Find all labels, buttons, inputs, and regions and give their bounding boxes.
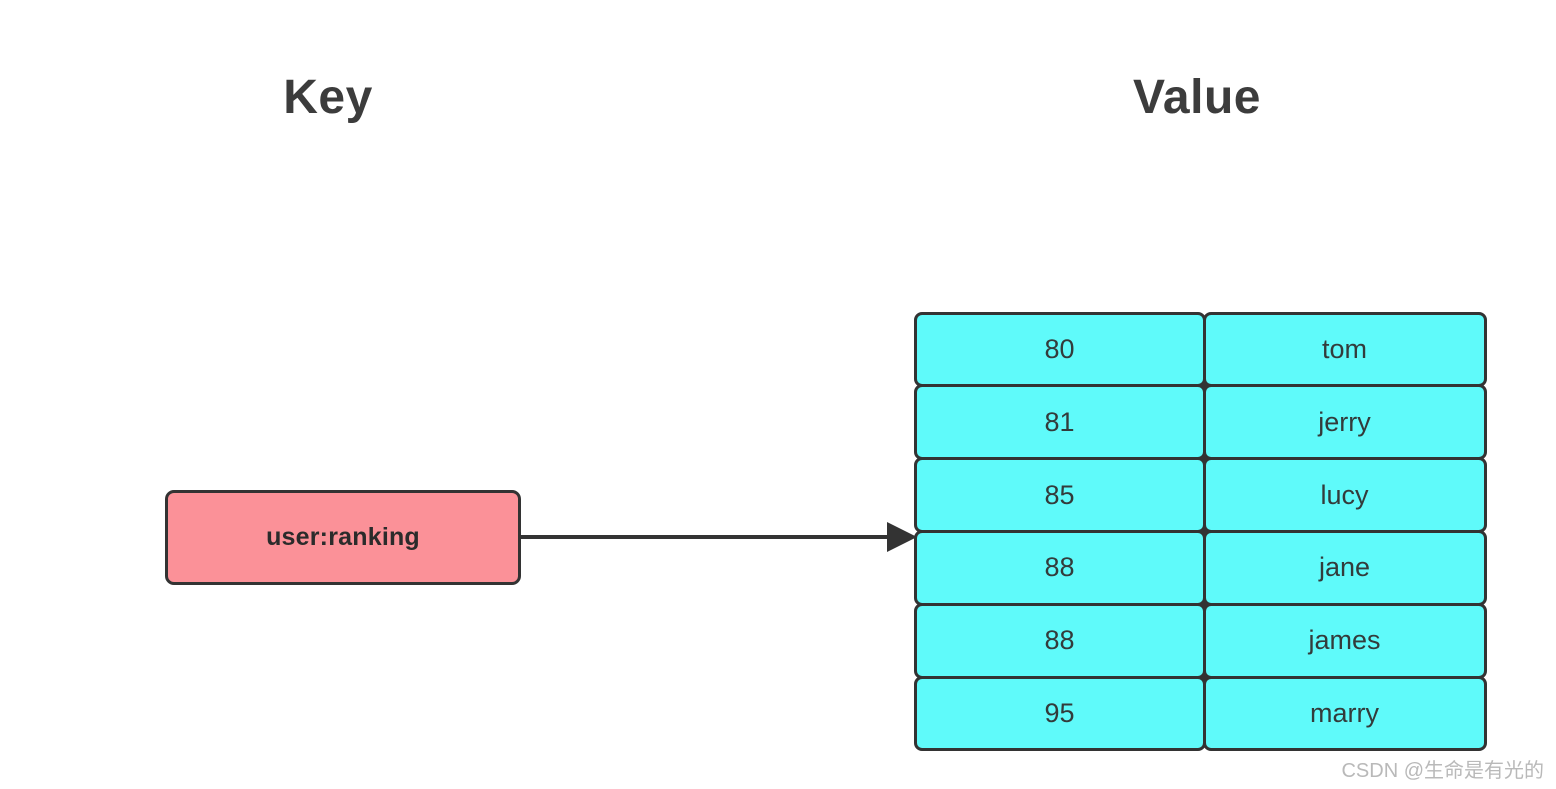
- score-cell: 85: [913, 457, 1206, 533]
- score-cell: 81: [913, 384, 1206, 461]
- watermark: CSDN @生命是有光的: [1341, 760, 1544, 782]
- key-to-value-connector: [521, 522, 917, 552]
- key-node[interactable]: user:ranking: [165, 490, 521, 585]
- score-cell: 88: [913, 602, 1206, 679]
- value-column-heading: Value: [1133, 71, 1261, 124]
- member-cell: tom: [1202, 311, 1487, 388]
- key-column-heading: Key: [283, 71, 373, 124]
- member-cell: lucy: [1202, 457, 1487, 533]
- score-cell: 88: [913, 529, 1206, 606]
- member-cell: james: [1202, 602, 1487, 679]
- member-cell: jane: [1202, 529, 1487, 606]
- key-node-label: user:ranking: [266, 523, 420, 551]
- arrow-right-icon: [887, 522, 917, 552]
- member-cell: jerry: [1202, 384, 1487, 461]
- score-cell: 95: [913, 675, 1206, 752]
- member-cell: marry: [1202, 675, 1487, 752]
- score-cell: 80: [913, 311, 1206, 388]
